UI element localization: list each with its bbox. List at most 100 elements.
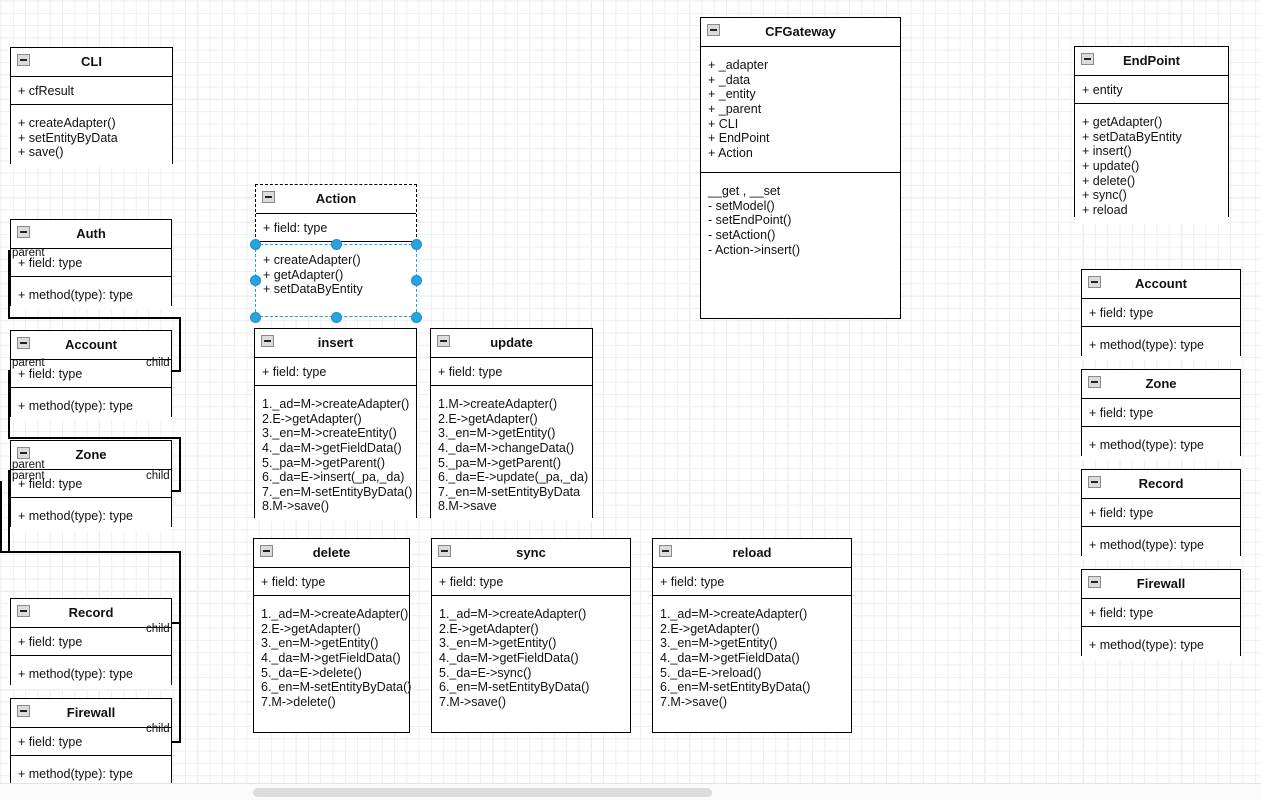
uml-header-account-right[interactable]: Account	[1082, 270, 1240, 300]
scrollbar-thumb[interactable]	[253, 788, 712, 797]
uml-attributes-auth[interactable]: + field: type	[11, 249, 171, 278]
collapse-minus-icon[interactable]	[1088, 576, 1101, 588]
uml-operations-delete[interactable]: 1._ad=M->createAdapter() 2.E->getAdapter…	[254, 596, 411, 717]
resize-handle-n[interactable]	[331, 239, 342, 250]
uml-operations-auth[interactable]: + method(type): type	[11, 277, 171, 310]
uml-header-account-left[interactable]: Account	[11, 331, 171, 361]
resize-handle-e[interactable]	[411, 275, 422, 286]
uml-class-auth[interactable]: Auth + field: type + method(type): type	[10, 219, 172, 310]
uml-header-auth[interactable]: Auth	[11, 220, 171, 250]
uml-class-zone-right[interactable]: Zone + field: type + method(type): type	[1081, 369, 1241, 460]
collapse-minus-icon[interactable]	[17, 605, 30, 617]
uml-class-insert[interactable]: insert + field: type 1._ad=M->createAdap…	[254, 328, 417, 522]
horizontal-scrollbar[interactable]	[0, 783, 1261, 800]
uml-operations-account-right[interactable]: + method(type): type	[1082, 327, 1240, 360]
uml-attributes-record-left[interactable]: + field: type	[11, 628, 171, 657]
uml-operations-insert[interactable]: 1._ad=M->createAdapter() 2.E->getAdapter…	[255, 386, 416, 522]
collapse-minus-icon[interactable]	[437, 335, 450, 347]
uml-operations-zone-right[interactable]: + method(type): type	[1082, 427, 1240, 460]
uml-header-zone-right[interactable]: Zone	[1082, 370, 1240, 400]
uml-attributes-firewall-left[interactable]: + field: type	[11, 728, 171, 757]
uml-class-firewall-left[interactable]: Firewall + field: type + method(type): t…	[10, 698, 172, 789]
uml-header-endpoint[interactable]: EndPoint	[1075, 47, 1228, 77]
uml-operations-record-right[interactable]: + method(type): type	[1082, 527, 1240, 560]
uml-header-cfgateway[interactable]: CFGateway	[701, 18, 900, 48]
collapse-minus-icon[interactable]	[262, 191, 275, 203]
uml-operations-record-left[interactable]: + method(type): type	[11, 656, 171, 689]
collapse-minus-icon[interactable]	[17, 226, 30, 238]
uml-class-cli[interactable]: CLI + cfResult + createAdapter() + setEn…	[10, 47, 173, 168]
resize-handle-w[interactable]	[250, 275, 261, 286]
uml-header-zone-left[interactable]: Zone	[11, 441, 171, 471]
uml-class-update[interactable]: update + field: type 1.M->createAdapter(…	[430, 328, 593, 522]
uml-header-delete[interactable]: delete	[254, 539, 409, 569]
uml-header-firewall-right[interactable]: Firewall	[1082, 570, 1240, 600]
uml-attributes-record-right[interactable]: + field: type	[1082, 499, 1240, 528]
uml-attributes-cli[interactable]: + cfResult	[11, 77, 172, 106]
resize-handle-ne[interactable]	[411, 239, 422, 250]
uml-attributes-zone-left[interactable]: + field: type	[11, 470, 171, 499]
resize-handle-se[interactable]	[411, 312, 422, 323]
uml-class-endpoint[interactable]: EndPoint + entity + getAdapter() + setDa…	[1074, 46, 1229, 225]
uml-class-cfgateway[interactable]: CFGateway + _adapter + _data + _entity +…	[700, 17, 901, 319]
uml-class-action[interactable]: Action + field: type + createAdapter() +…	[255, 184, 417, 317]
uml-header-action[interactable]: Action	[256, 185, 416, 215]
resize-handle-nw[interactable]	[250, 239, 261, 250]
uml-class-firewall-right[interactable]: Firewall + field: type + method(type): t…	[1081, 569, 1241, 660]
uml-attributes-firewall-right[interactable]: + field: type	[1082, 599, 1240, 628]
uml-attributes-delete[interactable]: + field: type	[254, 568, 409, 597]
uml-operation: - setEndPoint()	[708, 213, 792, 228]
collapse-minus-icon[interactable]	[261, 335, 274, 347]
uml-attributes-cfgateway[interactable]: + _adapter + _data + _entity + _parent +…	[701, 47, 900, 174]
uml-header-firewall-left[interactable]: Firewall	[11, 699, 171, 729]
uml-header-update[interactable]: update	[431, 329, 592, 359]
uml-header-insert[interactable]: insert	[255, 329, 416, 359]
collapse-minus-icon[interactable]	[659, 545, 672, 557]
collapse-minus-icon[interactable]	[1088, 276, 1101, 288]
uml-attributes-endpoint[interactable]: + entity	[1075, 76, 1228, 105]
uml-class-reload[interactable]: reload + field: type 1._ad=M->createAdap…	[652, 538, 852, 733]
uml-attributes-update[interactable]: + field: type	[431, 358, 592, 387]
uml-class-record-left[interactable]: Record + field: type + method(type): typ…	[10, 598, 172, 689]
collapse-minus-icon[interactable]	[17, 447, 30, 459]
uml-operations-endpoint[interactable]: + getAdapter() + setDataByEntity + inser…	[1075, 104, 1228, 225]
uml-class-delete[interactable]: delete + field: type 1._ad=M->createAdap…	[253, 538, 411, 733]
collapse-minus-icon[interactable]	[438, 545, 451, 557]
uml-attributes-account-right[interactable]: + field: type	[1082, 299, 1240, 328]
resize-handle-sw[interactable]	[250, 312, 261, 323]
uml-header-cli[interactable]: CLI	[11, 48, 172, 78]
collapse-minus-icon[interactable]	[17, 54, 30, 66]
uml-class-zone-left[interactable]: Zone + field: type + method(type): type	[10, 440, 172, 531]
uml-attributes-reload[interactable]: + field: type	[653, 568, 851, 597]
uml-operations-action[interactable]: + createAdapter() + getAdapter() + setDa…	[256, 242, 416, 305]
uml-operations-sync[interactable]: 1._ad=M->createAdapter() 2.E->getAdapter…	[432, 596, 630, 717]
uml-attributes-insert[interactable]: + field: type	[255, 358, 416, 387]
collapse-minus-icon[interactable]	[17, 337, 30, 349]
uml-header-record-right[interactable]: Record	[1082, 470, 1240, 500]
uml-class-sync[interactable]: sync + field: type 1._ad=M->createAdapte…	[431, 538, 631, 733]
uml-operations-cli[interactable]: + createAdapter() + setEntityByData + sa…	[11, 105, 172, 168]
uml-operations-update[interactable]: 1.M->createAdapter() 2.E->getAdapter() 3…	[431, 386, 592, 522]
resize-handle-s[interactable]	[331, 312, 342, 323]
collapse-minus-icon[interactable]	[707, 24, 720, 36]
uml-header-reload[interactable]: reload	[653, 539, 851, 569]
uml-attributes-zone-right[interactable]: + field: type	[1082, 399, 1240, 428]
uml-operations-cfgateway[interactable]: __get , __set - setModel() - setEndPoint…	[701, 173, 900, 265]
uml-operations-account-left[interactable]: + method(type): type	[11, 388, 171, 421]
uml-class-record-right[interactable]: Record + field: type + method(type): typ…	[1081, 469, 1241, 560]
uml-attributes-sync[interactable]: + field: type	[432, 568, 630, 597]
collapse-minus-icon[interactable]	[1081, 53, 1094, 65]
collapse-minus-icon[interactable]	[17, 705, 30, 717]
collapse-minus-icon[interactable]	[260, 545, 273, 557]
collapse-minus-icon[interactable]	[1088, 476, 1101, 488]
uml-header-record-left[interactable]: Record	[11, 599, 171, 629]
uml-class-account-left[interactable]: Account + field: type + method(type): ty…	[10, 330, 172, 421]
uml-attributes-account-left[interactable]: + field: type	[11, 360, 171, 389]
collapse-minus-icon[interactable]	[1088, 376, 1101, 388]
uml-operations-reload[interactable]: 1._ad=M->createAdapter() 2.E->getAdapter…	[653, 596, 851, 717]
uml-operations-zone-left[interactable]: + method(type): type	[11, 498, 171, 531]
uml-operations-firewall-right[interactable]: + method(type): type	[1082, 627, 1240, 660]
uml-class-account-right[interactable]: Account + field: type + method(type): ty…	[1081, 269, 1241, 360]
uml-header-sync[interactable]: sync	[432, 539, 630, 569]
